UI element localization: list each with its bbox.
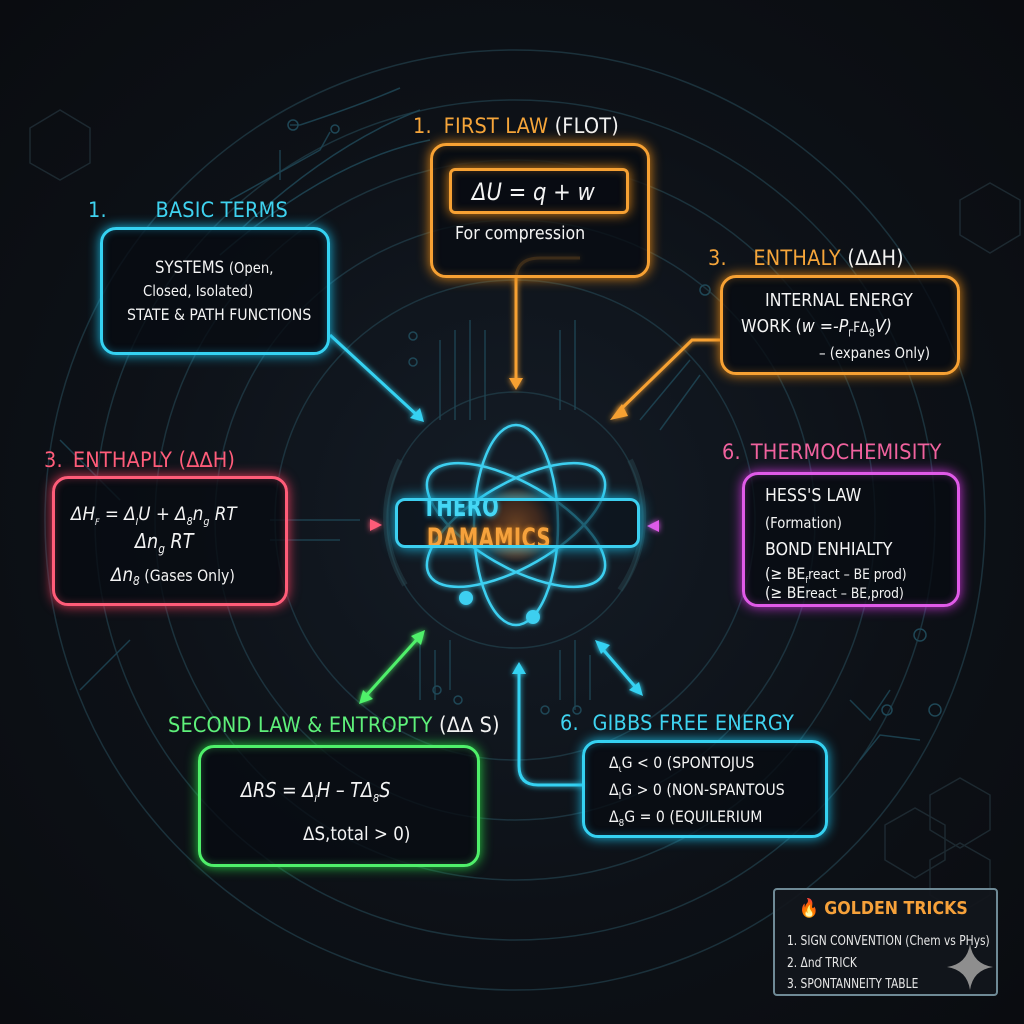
basic-terms-heading: 1. BASIC TERMS <box>88 198 288 222</box>
gibbs-row-spontaneous: ΔιG < 0 (SPONTOJUS <box>609 753 755 776</box>
golden-tricks-heading: 🔥 GOLDEN TRICKS <box>799 898 968 919</box>
enthaly-title: ENTHALY <box>753 246 841 270</box>
golden-tricks-panel: 🔥 GOLDEN TRICKS 1. SIGN CONVENTION (Chem… <box>773 888 998 996</box>
enthaply-box: ΔHF = ΔIU + Δ8ng RT Δng RT Δn8 (Gases On… <box>52 476 288 606</box>
thermochemistry-line1: HESS'S LAW <box>765 485 862 506</box>
second-law-eq1: ΔRS = ΔIH – TΔ8S <box>241 778 391 805</box>
golden-trick-item: 1. SIGN CONVENTION (Chem vs PHys) <box>787 934 990 949</box>
second-law-box: ΔRS = ΔIH – TΔ8S ΔS,total > 0) <box>198 745 480 867</box>
first-law-equation-box: ΔU = q + w <box>449 168 629 214</box>
basic-terms-number: 1. <box>88 198 107 222</box>
second-law-suffix: (Δ∆ S) <box>439 713 500 737</box>
first-law-note: For compression <box>455 223 586 244</box>
sparkle-icon <box>947 944 993 990</box>
thermochemistry-title: THERMOCHEMISITY <box>750 440 942 464</box>
gibbs-row-equilibrium: Δ8G = 0 (EQUILERIUM <box>609 807 763 830</box>
enthaly-box: INTERNAL ENERGY WORK (w =-PΓFΔ8V) – (exp… <box>720 275 960 375</box>
first-law-suffix: (FLOT) <box>554 114 619 138</box>
first-law-heading: 1. FIRST LAW (FLOT) <box>413 114 619 138</box>
enthaply-heading: 3. ENTHAPLY (Δ∆H) <box>44 448 235 472</box>
golden-trick-item: 3. SPONTANNEITY TABLE <box>787 977 919 992</box>
enthaly-suffix: (Δ∆H) <box>847 246 904 270</box>
second-law-heading: SECOND LAW & ENTROPTY (Δ∆ S) <box>168 713 500 737</box>
golden-trick-item: 2. Δnɗ TRICK <box>787 956 857 971</box>
thermochemistry-line2: (Formation) <box>765 514 842 532</box>
thermochemistry-line3: BOND ENHIALTY <box>765 539 893 560</box>
second-law-title: SECOND LAW & ENTROPTY <box>168 713 433 737</box>
first-law-title: FIRST LAW <box>443 114 549 138</box>
thermochemistry-line5: (≥ BEreact – BE,prod) <box>765 583 904 602</box>
enthaply-title: ENTHAPLY <box>72 448 173 472</box>
gibbs-number: 6. <box>560 711 579 735</box>
second-law-eq2: ΔS,total > 0) <box>303 823 411 845</box>
thermochemistry-number: 6. <box>722 440 741 464</box>
central-title-part1: THERO <box>422 498 500 523</box>
gibbs-title: GIBBS FREE ENERGY <box>592 711 795 735</box>
central-title-part2: DAMAMICS <box>426 523 551 548</box>
enthaly-line3: – (expanes Only) <box>819 344 931 362</box>
basic-terms-line1: SYSTEMS (Open, <box>155 258 274 278</box>
first-law-number: 1. <box>413 114 432 138</box>
gibbs-heading: 6. GIBBS FREE ENERGY <box>560 711 794 735</box>
basic-terms-box: SYSTEMS (Open, Closed, Isolated) STATE &… <box>100 227 330 355</box>
enthaply-number: 3. <box>44 448 63 472</box>
enthaly-line2: WORK (w =-PΓFΔ8V) <box>741 316 892 340</box>
enthaly-line1: INTERNAL ENERGY <box>765 290 913 311</box>
enthaply-suffix: (Δ∆H) <box>178 448 236 472</box>
central-title-thermodynamics: THERODAMAMICS <box>395 498 640 548</box>
fire-icon: 🔥 <box>799 898 819 919</box>
thermochemistry-box: HESS'S LAW (Formation) BOND ENHIALTY (≥ … <box>742 472 960 607</box>
basic-terms-title: BASIC TERMS <box>155 198 288 222</box>
gibbs-box: ΔιG < 0 (SPONTOJUS ΔIG > 0 (NON-SPANTOUS… <box>582 740 828 838</box>
enthaply-eq2: Δng RT <box>135 529 194 556</box>
first-law-equation: ΔU = q + w <box>472 178 595 206</box>
enthaply-eq3: Δn8 (Gases Only) <box>111 564 235 589</box>
thermochemistry-line4: (≥ BEfreact – BE prod) <box>765 564 907 587</box>
basic-terms-line3: STATE & PATH FUNCTIONS <box>127 305 312 324</box>
first-law-box: ΔU = q + w For compression <box>430 143 650 278</box>
enthaly-heading: 3. ENTHALY (Δ∆H) <box>708 246 904 270</box>
enthaly-number: 3. <box>708 246 727 270</box>
gibbs-row-non-spontaneous: ΔIG > 0 (NON-SPANTOUS <box>609 780 785 803</box>
enthaply-eq1: ΔHF = ΔIU + Δ8ng RT <box>71 503 237 528</box>
thermochemistry-heading: 6. THERMOCHEMISITY <box>722 440 942 464</box>
golden-tricks-title: GOLDEN TRICKS <box>824 898 968 919</box>
basic-terms-line2: Closed, Isolated) <box>143 282 254 300</box>
